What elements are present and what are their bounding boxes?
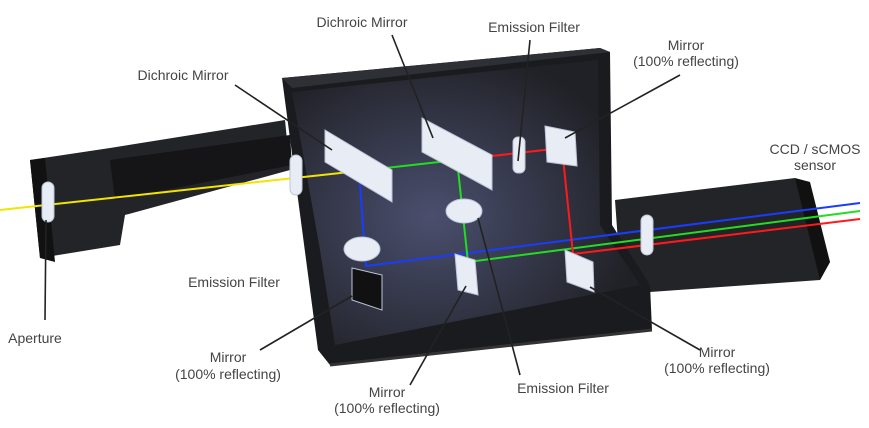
mirror-top	[544, 125, 578, 167]
left-tube	[30, 120, 292, 262]
mirror-bottom-left	[351, 267, 383, 311]
label-emission-left: Emission Filter	[188, 274, 280, 290]
tube-lens-left	[289, 154, 303, 196]
label-sensor-2: sensor	[794, 157, 836, 173]
label-mirror-bl-2: (100% reflecting)	[175, 366, 281, 382]
tube-lens-right	[640, 214, 654, 256]
label-dichroic-left: Dichroic Mirror	[138, 67, 229, 83]
dichroic-mirror-2	[421, 117, 493, 191]
aperture-disc	[41, 181, 55, 223]
leader-lines	[44, 34, 701, 386]
mirror-bottom-right	[564, 249, 595, 293]
label-mirror-top-2: (100% reflecting)	[633, 53, 739, 69]
red-beam	[456, 146, 861, 256]
dichroic-mirror-1	[324, 129, 393, 203]
label-mirror-br-2: (100% reflecting)	[664, 360, 770, 376]
label-mirror-top-1: Mirror	[668, 37, 705, 53]
label-emission-bottom: Emission Filter	[517, 380, 609, 396]
labels: Dichroic Mirror Emission Filter Mirror (…	[8, 14, 860, 416]
label-mirror-bc-1: Mirror	[369, 384, 406, 400]
mirror-bottom-center	[454, 253, 479, 296]
label-aperture: Aperture	[8, 330, 62, 346]
blue-beam	[358, 170, 861, 268]
label-emission-top: Emission Filter	[488, 19, 580, 35]
emission-filter-left	[343, 236, 381, 262]
label-sensor-1: CCD / sCMOS	[770, 141, 861, 157]
emission-filter-center	[445, 198, 483, 224]
label-dichroic-top: Dichroic Mirror	[317, 14, 408, 30]
label-mirror-bl-1: Mirror	[210, 349, 247, 365]
label-mirror-br-1: Mirror	[699, 344, 736, 360]
label-mirror-bc-2: (100% reflecting)	[334, 400, 440, 416]
optical-components	[41, 117, 654, 311]
